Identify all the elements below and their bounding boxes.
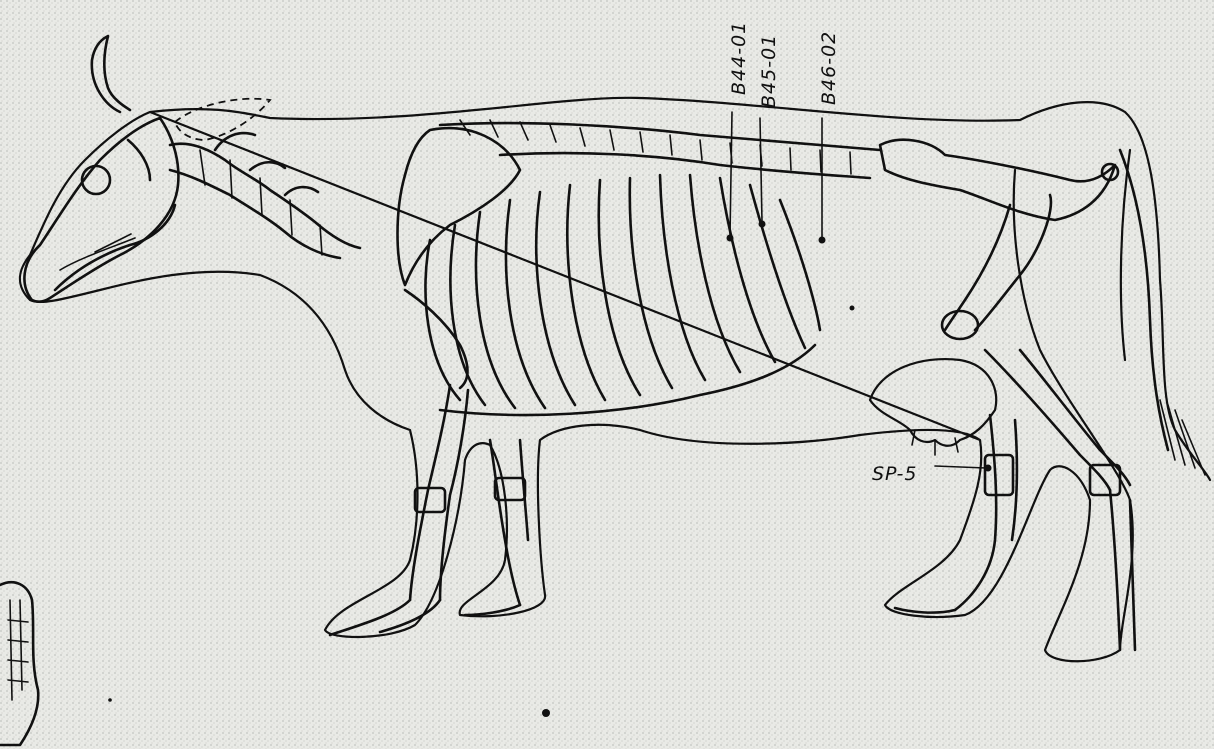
sample-point-b45: [759, 221, 766, 228]
sample-point-b46: [819, 237, 826, 244]
label-text-b46: B46-02: [818, 31, 840, 105]
label-text-b45: B45-01: [758, 34, 780, 108]
label-text-b44: B44-01: [728, 21, 750, 95]
stray-dot: [850, 306, 855, 311]
stray-dot: [542, 709, 550, 717]
sample-point-sp5: [985, 465, 992, 472]
stray-dot: [108, 698, 112, 702]
sample-point-b44: [727, 235, 734, 242]
label-text-sp5: SP-5: [872, 463, 917, 485]
